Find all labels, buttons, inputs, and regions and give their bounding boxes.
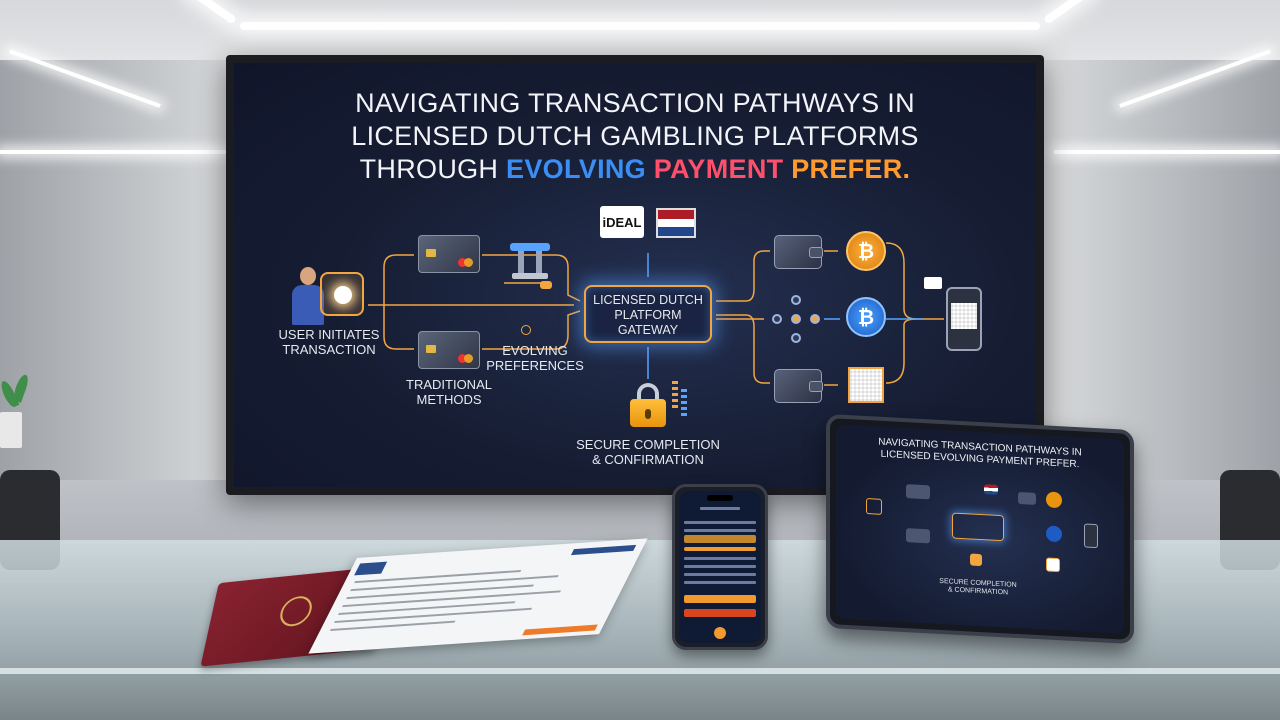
phone-screen	[679, 491, 761, 643]
title-word-prefer: PREFER.	[791, 154, 911, 184]
credit-card-icon	[418, 331, 480, 369]
smartphone	[672, 484, 768, 650]
wall-light-right-low	[1054, 150, 1280, 154]
wallet-icon	[774, 235, 823, 269]
network-icon	[772, 295, 820, 343]
table-edge	[0, 668, 1280, 674]
lock-icon	[630, 383, 666, 429]
wallet-icon	[774, 369, 823, 403]
ceiling-light-center	[240, 22, 1040, 30]
tablet-card-icon	[906, 528, 930, 544]
touch-icon	[320, 272, 364, 316]
tablet: NAVIGATING TRANSACTION PATHWAYS IN LICEN…	[826, 413, 1134, 645]
secure-label-line-2: & CONFIRMATION	[592, 452, 704, 467]
signal-bars	[672, 381, 678, 411]
plant-pot	[0, 412, 22, 448]
title-line-2: LICENSED DUTCH GAMBLING PLATFORMS	[351, 121, 919, 151]
tablet-secure-label: SECURE COMPLETION & CONFIRMATION	[936, 578, 1020, 598]
title-word-evolving: EVOLVING	[506, 154, 646, 184]
evolving-label-line-1: EVOLVING	[502, 343, 568, 358]
secure-label: SECURE COMPLETION & CONFIRMATION	[566, 437, 730, 467]
tablet-coin-icon	[1046, 491, 1062, 509]
bitcoin-icon: ₿	[846, 231, 886, 271]
infographic-title: NAVIGATING TRANSACTION PATHWAYS IN LICEN…	[234, 87, 1036, 186]
ideal-logo: iDEAL	[600, 206, 644, 238]
user-label-line-1: USER INITIATES	[278, 327, 380, 342]
tablet-title: NAVIGATING TRANSACTION PATHWAYS IN LICEN…	[840, 435, 1120, 474]
flow-arrows	[368, 242, 944, 386]
badge-icon	[924, 277, 942, 289]
tablet-gateway	[952, 512, 1004, 542]
tablet-card-icon	[906, 484, 930, 500]
crypto-coin-icon: ₿	[846, 297, 886, 337]
evolving-label: EVOLVING PREFERENCES	[480, 343, 590, 373]
tablet-flag-icon	[984, 484, 998, 495]
display-screen: NAVIGATING TRANSACTION PATHWAYS IN LICEN…	[234, 63, 1036, 487]
wall-left	[0, 60, 240, 480]
credit-card-icon	[418, 235, 480, 273]
netherlands-flag-icon	[656, 208, 696, 238]
evolving-label-line-2: PREFERENCES	[486, 358, 584, 373]
emblem-icon	[277, 594, 315, 628]
title-line-3: THROUGH EVOLVING PAYMENT PREFER.	[234, 153, 1036, 186]
tablet-lock-icon	[970, 553, 982, 567]
traditional-label: TRADITIONAL METHODS	[394, 377, 504, 407]
tablet-screen: NAVIGATING TRANSACTION PATHWAYS IN LICEN…	[836, 424, 1124, 634]
traditional-label-line-1: TRADITIONAL	[406, 377, 492, 392]
gateway-label-line-1: LICENSED DUTCH	[593, 293, 703, 307]
evolving-icon	[521, 325, 531, 335]
tablet-coin-icon	[1046, 525, 1062, 543]
gateway-label: LICENSED DUTCH PLATFORM GATEWAY	[586, 293, 710, 338]
signal-bars	[681, 389, 687, 419]
tablet-phone-icon	[1084, 523, 1098, 549]
gateway-label-line-3: GATEWAY	[617, 323, 679, 337]
title-prefix: THROUGH	[359, 154, 507, 184]
gateway-label-line-2: PLATFORM	[614, 308, 682, 322]
terminal-icon	[510, 243, 550, 281]
traditional-label-line-2: METHODS	[416, 392, 482, 407]
key-icon	[540, 281, 552, 289]
user-label-line-2: TRANSACTION	[282, 342, 376, 357]
tablet-user-icon	[866, 498, 882, 515]
tablet-qr-icon	[1046, 557, 1060, 573]
qr-code-icon	[951, 303, 977, 329]
qr-code-icon	[848, 367, 884, 403]
wall-right	[1040, 60, 1280, 480]
secure-label-line-1: SECURE COMPLETION	[576, 437, 720, 452]
phone-icon	[946, 287, 982, 351]
title-line-1: NAVIGATING TRANSACTION PATHWAYS IN	[355, 88, 915, 118]
platform-gateway: LICENSED DUTCH PLATFORM GATEWAY	[584, 285, 712, 343]
user-label: USER INITIATES TRANSACTION	[268, 327, 390, 357]
wall-light-left-low	[0, 150, 226, 154]
tablet-wallet-icon	[1018, 491, 1036, 505]
title-word-payment: PAYMENT	[653, 154, 784, 184]
